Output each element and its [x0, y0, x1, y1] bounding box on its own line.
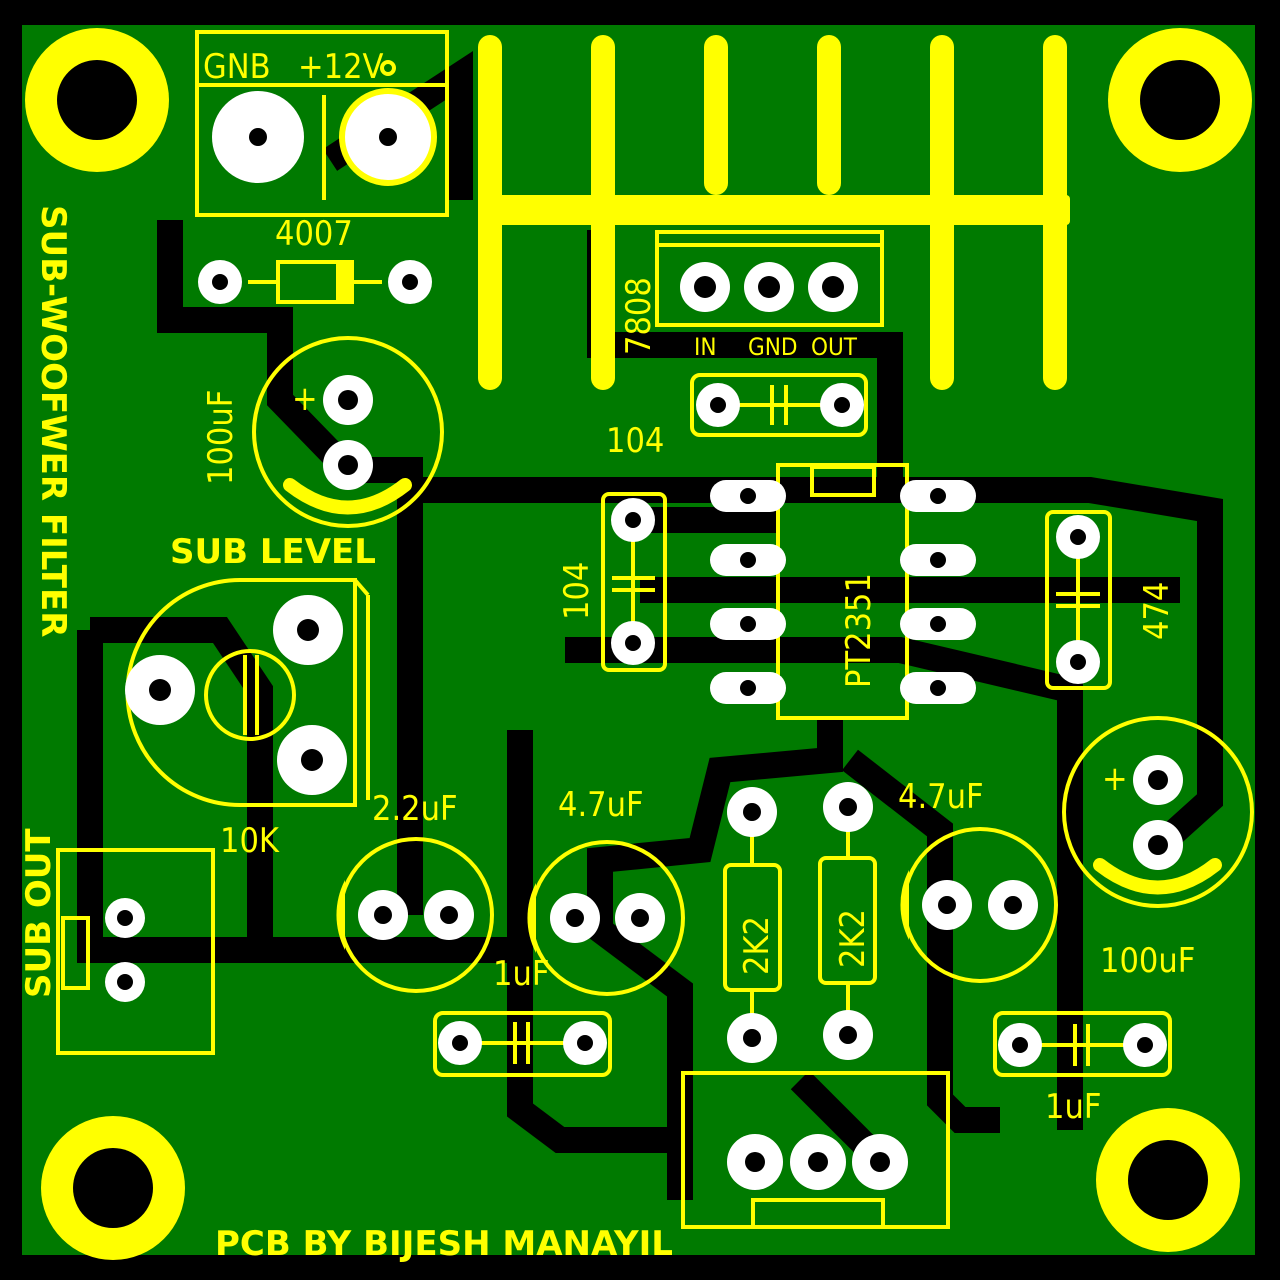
diode-label: 4007 [275, 214, 353, 254]
capacitor-1uf-right: 1uF [993, 1011, 1172, 1127]
capacitor-104-ic: 104 [557, 492, 667, 672]
ic-label: PT2351 [839, 573, 879, 688]
sub-out-connector: SUB OUT [19, 828, 215, 1055]
pot-title: SUB LEVEL [170, 532, 376, 572]
mounting-hole-tl [25, 28, 169, 172]
pin-in-label: IN [694, 333, 717, 361]
cap-label: 4.7uF [558, 785, 644, 825]
regulator-label: 7808 [619, 277, 659, 355]
capacitor-100uf-right: + 100uF [1062, 716, 1254, 981]
ic-pt2351: PT2351 [710, 463, 976, 720]
input-connector [681, 1071, 950, 1229]
resistor-label: 2K2 [737, 916, 777, 975]
vcc-label: +12V [298, 47, 384, 87]
power-terminal-block: GNB +12V [195, 30, 449, 217]
capacitor-4-7uf-left: 4.7uF [527, 785, 685, 996]
capacitor-1uf-left: 1uF [433, 954, 612, 1077]
cap-label: 474 [1137, 582, 1177, 640]
capacitor-4-7uf-right: 4.7uF [898, 777, 1058, 983]
sub-out-label: SUB OUT [19, 828, 59, 998]
capacitor-100uf-left: + 100uF [201, 336, 444, 528]
svg-text:+: + [292, 379, 318, 419]
resistor-2k2-left: 2K2 [723, 787, 782, 1063]
resistor-label: 2K2 [833, 909, 873, 968]
cap-label: 100uF [1100, 941, 1195, 981]
heatsink [478, 35, 1070, 390]
board-title: SUB-WOOFWER FILTER [33, 205, 73, 637]
capacitor-2-2uf: 2.2uF [336, 789, 494, 993]
capacitor-104-regulator: 104 [606, 373, 868, 461]
potentiometer-sub-level: SUB LEVEL 10K [125, 532, 376, 861]
mounting-hole-bl [41, 1116, 185, 1260]
credit-text: PCB BY BIJESH MANAYIL [215, 1224, 673, 1264]
pot-value: 10K [220, 821, 280, 861]
cap-label: 104 [606, 421, 664, 461]
capacitor-474: 474 [1045, 510, 1177, 690]
gnd-label: GNB [203, 47, 271, 87]
mounting-hole-tr [1108, 28, 1252, 172]
cap-label: 2.2uF [372, 789, 458, 829]
svg-text:+: + [1102, 759, 1128, 799]
cap-label: 4.7uF [898, 777, 984, 817]
cap-label: 104 [557, 562, 597, 620]
resistor-2k2-right: 2K2 [818, 782, 877, 1060]
diode-4007: 4007 [198, 214, 432, 304]
cap-label: 100uF [201, 390, 241, 485]
mounting-hole-br [1096, 1108, 1240, 1252]
cap-label: 1uF [493, 954, 549, 994]
pin-gnd-label: GND [748, 333, 798, 361]
regulator-7808: 7808 IN GND OUT [619, 230, 884, 361]
cap-label: 1uF [1045, 1087, 1101, 1127]
pin-out-label: OUT [811, 333, 858, 361]
